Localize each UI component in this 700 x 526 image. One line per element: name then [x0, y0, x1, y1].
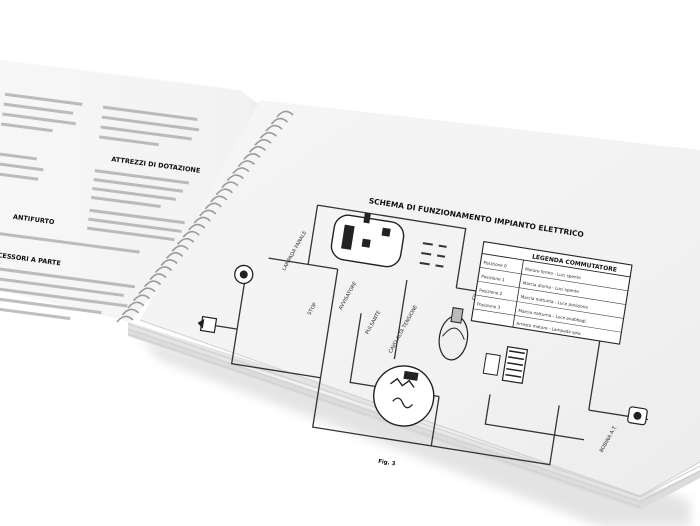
legend-pos-1: Posizione 1	[481, 274, 505, 283]
spiral-coil	[254, 138, 272, 146]
legend-pos-2: Posizione 2	[479, 288, 503, 297]
spiral-coil	[204, 202, 222, 210]
tail-light-symbol	[627, 406, 648, 426]
spiral-coil	[199, 209, 217, 217]
legend-pos-3: Posizione 3	[477, 301, 501, 310]
spiral-coil	[259, 131, 278, 139]
spiral-coil	[276, 110, 294, 118]
spiral-coil	[171, 245, 189, 252]
spiral-coil	[116, 315, 134, 323]
spiral-coil	[182, 230, 200, 238]
spiral-coil	[265, 124, 283, 132]
spiral-coil	[143, 280, 162, 288]
spiral-coil	[215, 188, 233, 196]
spiral-coil	[121, 308, 140, 316]
spiral-coil	[132, 294, 151, 302]
spiral-binding	[116, 110, 294, 323]
spiral-coil	[248, 146, 266, 153]
left-page-text: ATTREZZI DI DOTAZIONE ANTIFURTO ACCESSOR…	[0, 92, 201, 321]
spiral-coil	[127, 301, 145, 309]
spiral-coil	[188, 223, 206, 231]
connector-left	[197, 264, 254, 334]
commutatore-symbol	[330, 212, 405, 268]
spiral-coil	[243, 153, 261, 160]
spiral-coil	[270, 117, 289, 125]
coil-symbol	[482, 345, 529, 385]
spiral-coil	[154, 266, 173, 274]
right-page	[140, 100, 700, 496]
label-stop: STOP	[307, 302, 319, 316]
spiral-coil	[226, 174, 244, 182]
flywheel-magneto-symbol	[373, 365, 435, 427]
contact-marks	[419, 242, 447, 268]
spiral-coil	[138, 287, 156, 295]
spiral-coil	[193, 216, 211, 224]
spiral-coil	[160, 259, 178, 266]
spiral-coil	[221, 181, 239, 189]
spiral-coil	[166, 252, 184, 259]
legend-pos-0: Posizione 0	[483, 260, 507, 269]
spiral-coil	[210, 195, 228, 203]
figure-caption: Fig. 3	[378, 459, 396, 468]
spark-plug-symbol	[438, 307, 469, 361]
spiral-coil	[177, 237, 195, 245]
spiral-coil	[232, 167, 250, 175]
spiral-coil	[237, 160, 255, 167]
spiral-coil	[149, 273, 167, 281]
left-page	[0, 60, 290, 322]
